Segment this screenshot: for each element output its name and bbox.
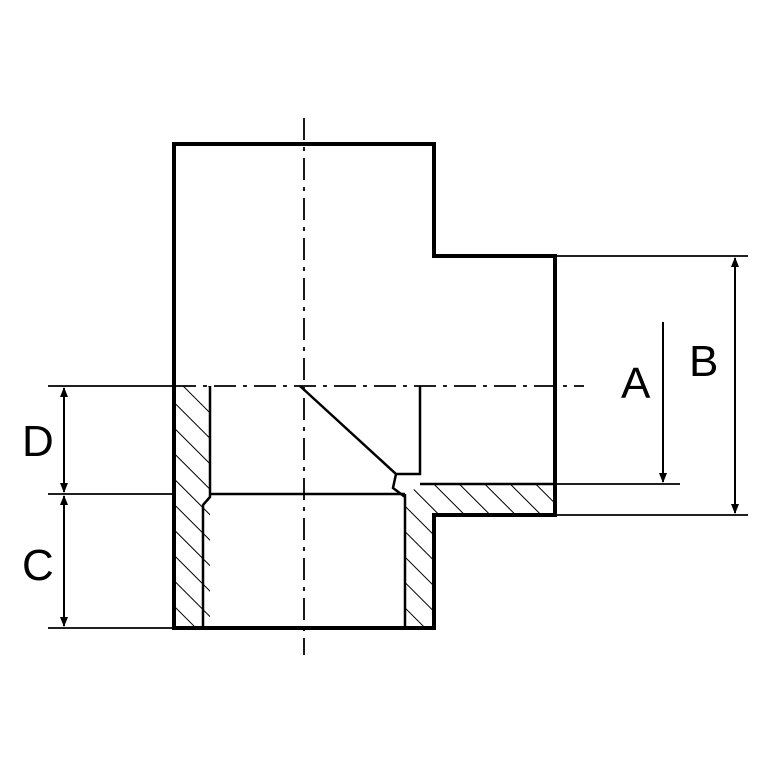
dimension-label-c: C bbox=[22, 541, 54, 590]
branch-joint-detail bbox=[391, 473, 406, 498]
dimension-label-a: A bbox=[621, 359, 651, 408]
center-lines bbox=[174, 118, 584, 655]
extension-lines bbox=[48, 255, 748, 629]
dimension-arrows bbox=[60, 257, 739, 627]
left-bore-line bbox=[201, 386, 212, 628]
dimension-label-d: D bbox=[22, 417, 54, 466]
dimension-label-b: B bbox=[689, 337, 718, 386]
left-wall-section bbox=[174, 386, 210, 628]
hatched-walls bbox=[174, 386, 555, 628]
right-wall-section bbox=[405, 484, 555, 628]
inner-lines bbox=[201, 385, 555, 628]
branch-bore-line bbox=[299, 385, 422, 476]
